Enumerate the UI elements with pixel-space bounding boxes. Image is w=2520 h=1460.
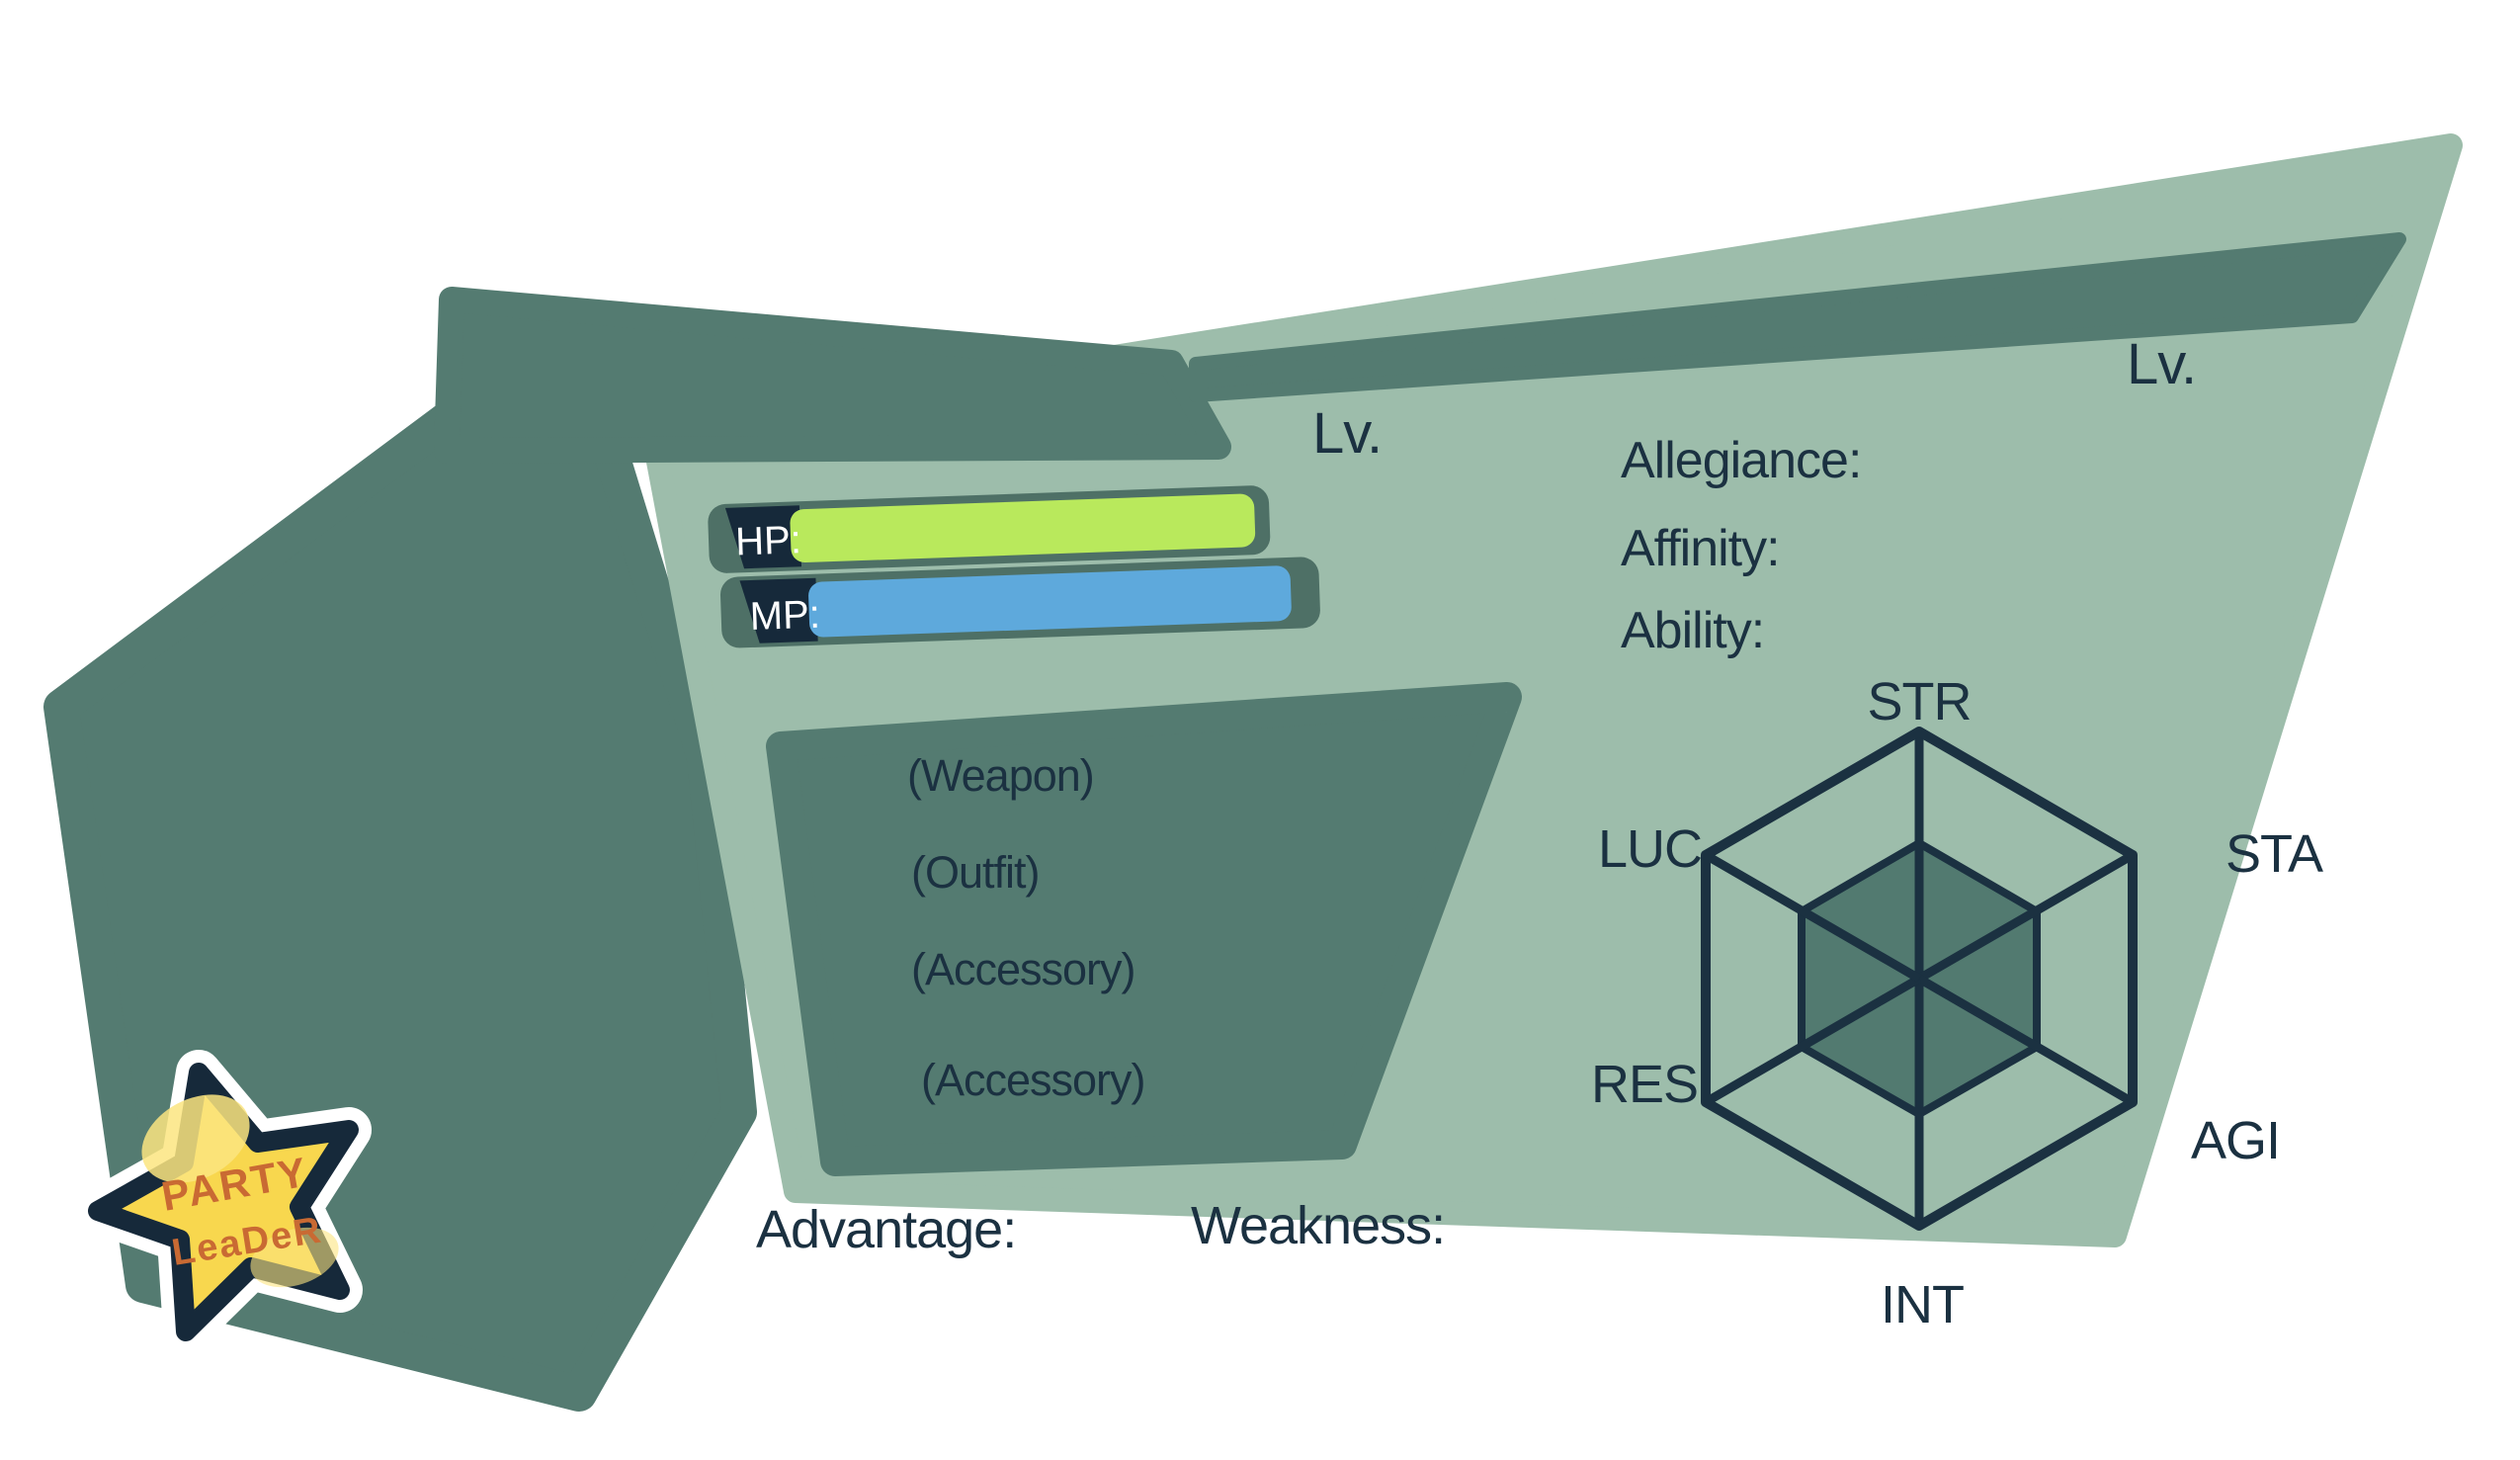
mp-label-chip — [739, 577, 818, 644]
equipment-slot-weapon: (Weapon) — [907, 750, 1094, 801]
stat-label-int: INT — [1881, 1275, 1964, 1334]
stat-radar-chart: STR STA AGI INT RES LUC — [1591, 672, 2324, 1334]
name-banner — [434, 287, 1231, 464]
hp-label: HP: — [734, 518, 801, 563]
equipment-slot-outfit: (Outfit) — [911, 847, 1040, 898]
star-highlight-bottom — [250, 1227, 339, 1288]
weakness-label: Weakness: — [1191, 1196, 1445, 1255]
hp-bar-fill — [790, 493, 1256, 563]
name-underline-stripe — [1189, 232, 2406, 402]
equipment-panel — [766, 682, 1522, 1176]
hp-label-chip — [724, 505, 802, 569]
advantage-label: Advantage: — [756, 1200, 1016, 1259]
ability-label: Ability: — [1621, 602, 1764, 659]
stat-label-agi: AGI — [2191, 1111, 2280, 1170]
stat-hexagon-outer — [1701, 727, 2138, 1231]
star-highlight-top — [141, 1094, 250, 1183]
mp-bar-fill — [808, 565, 1292, 638]
stat-label-str: STR — [1868, 672, 1972, 731]
party-leader-badge: PARTY LeaDeR — [75, 1050, 372, 1354]
affinity-label: Affinity: — [1621, 520, 1780, 577]
stat-bars: HP: MP: — [708, 485, 1320, 648]
equipment-slot-accessory-2: (Accessory) — [921, 1055, 1145, 1105]
allegiance-label: Allegiance: — [1621, 432, 1861, 489]
stat-label-luc: LUC — [1598, 819, 1702, 879]
stat-label-res: RES — [1591, 1055, 1698, 1114]
mp-label: MP: — [749, 593, 821, 639]
equipment-slot-accessory-1: (Accessory) — [911, 944, 1135, 994]
stat-hexagon-spokes — [1703, 731, 2136, 1226]
level-label-left: Lv. — [1312, 401, 1382, 466]
stat-label-sta: STA — [2226, 824, 2323, 884]
level-label-right: Lv. — [2127, 332, 2196, 396]
